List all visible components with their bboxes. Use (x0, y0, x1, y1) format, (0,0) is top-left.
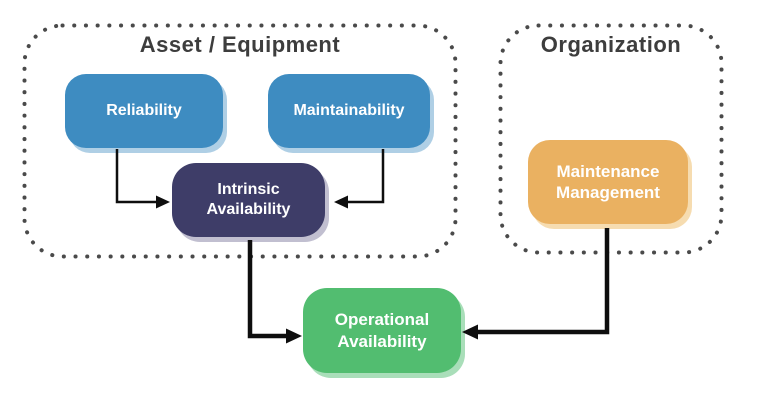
node-maintainability-label: Maintainability (293, 102, 405, 119)
node-intrinsic-availability: Intrinsic Availability (172, 163, 325, 237)
dotted-border-organization (498, 23, 724, 255)
node-maintenance-management-label: Maintenance Management (556, 161, 660, 202)
node-maintainability: Maintainability (268, 74, 430, 148)
node-reliability: Reliability (65, 74, 223, 148)
node-operational-availability: Operational Availability (303, 288, 461, 373)
arrowhead-right-icon (286, 328, 302, 344)
node-reliability-label: Reliability (106, 102, 182, 119)
node-operational-availability-label: Operational Availability (334, 310, 430, 351)
arrowhead-left-icon (462, 324, 478, 340)
node-intrinsic-availability-label: Intrinsic Availability (206, 181, 291, 218)
group-asset-equipment: Asset / Equipment Reliability Maintainab… (22, 23, 458, 259)
node-maintenance-management: Maintenance Management (528, 140, 688, 224)
group-title-organization: Organization (540, 32, 682, 57)
group-title-asset-equipment: Asset / Equipment (139, 32, 341, 57)
dotted-border-asset-equipment (22, 23, 458, 259)
group-organization: Organization Maintenance Management (498, 23, 724, 255)
